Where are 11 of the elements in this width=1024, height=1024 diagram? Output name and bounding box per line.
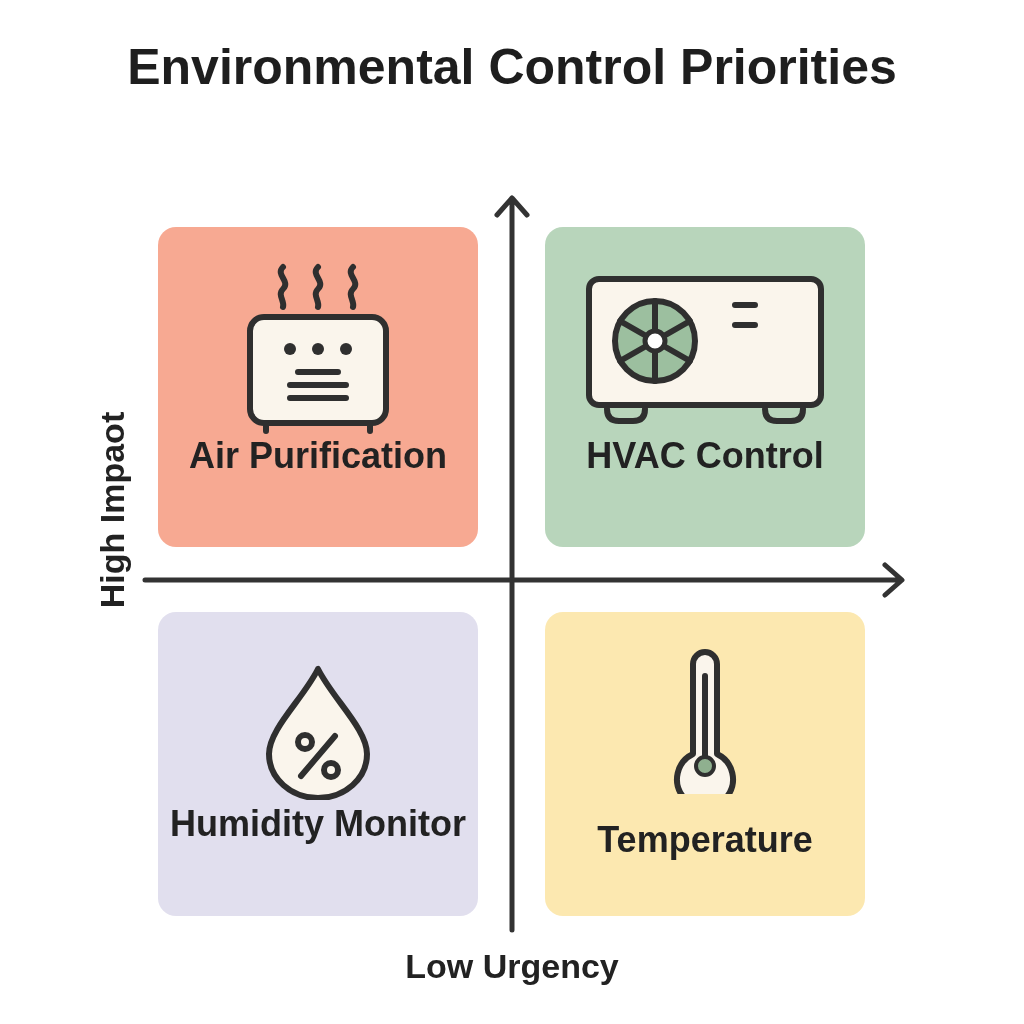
axis-label: High Impaot <box>92 411 132 609</box>
quadrant-box <box>158 612 478 916</box>
title: Environmental Control Priorities <box>126 38 898 96</box>
quadrant-box <box>545 227 865 547</box>
quadrant-label: Air Purification <box>188 434 448 477</box>
quadrant-box <box>158 227 478 547</box>
axis-label: Low Urgency <box>405 946 619 986</box>
quadrant-label: HVAC Control <box>585 434 825 477</box>
quadrant-label: Temperature <box>596 818 814 861</box>
quadrant-label: Humidity Monitor <box>169 802 467 845</box>
quadrant-box <box>545 612 865 916</box>
